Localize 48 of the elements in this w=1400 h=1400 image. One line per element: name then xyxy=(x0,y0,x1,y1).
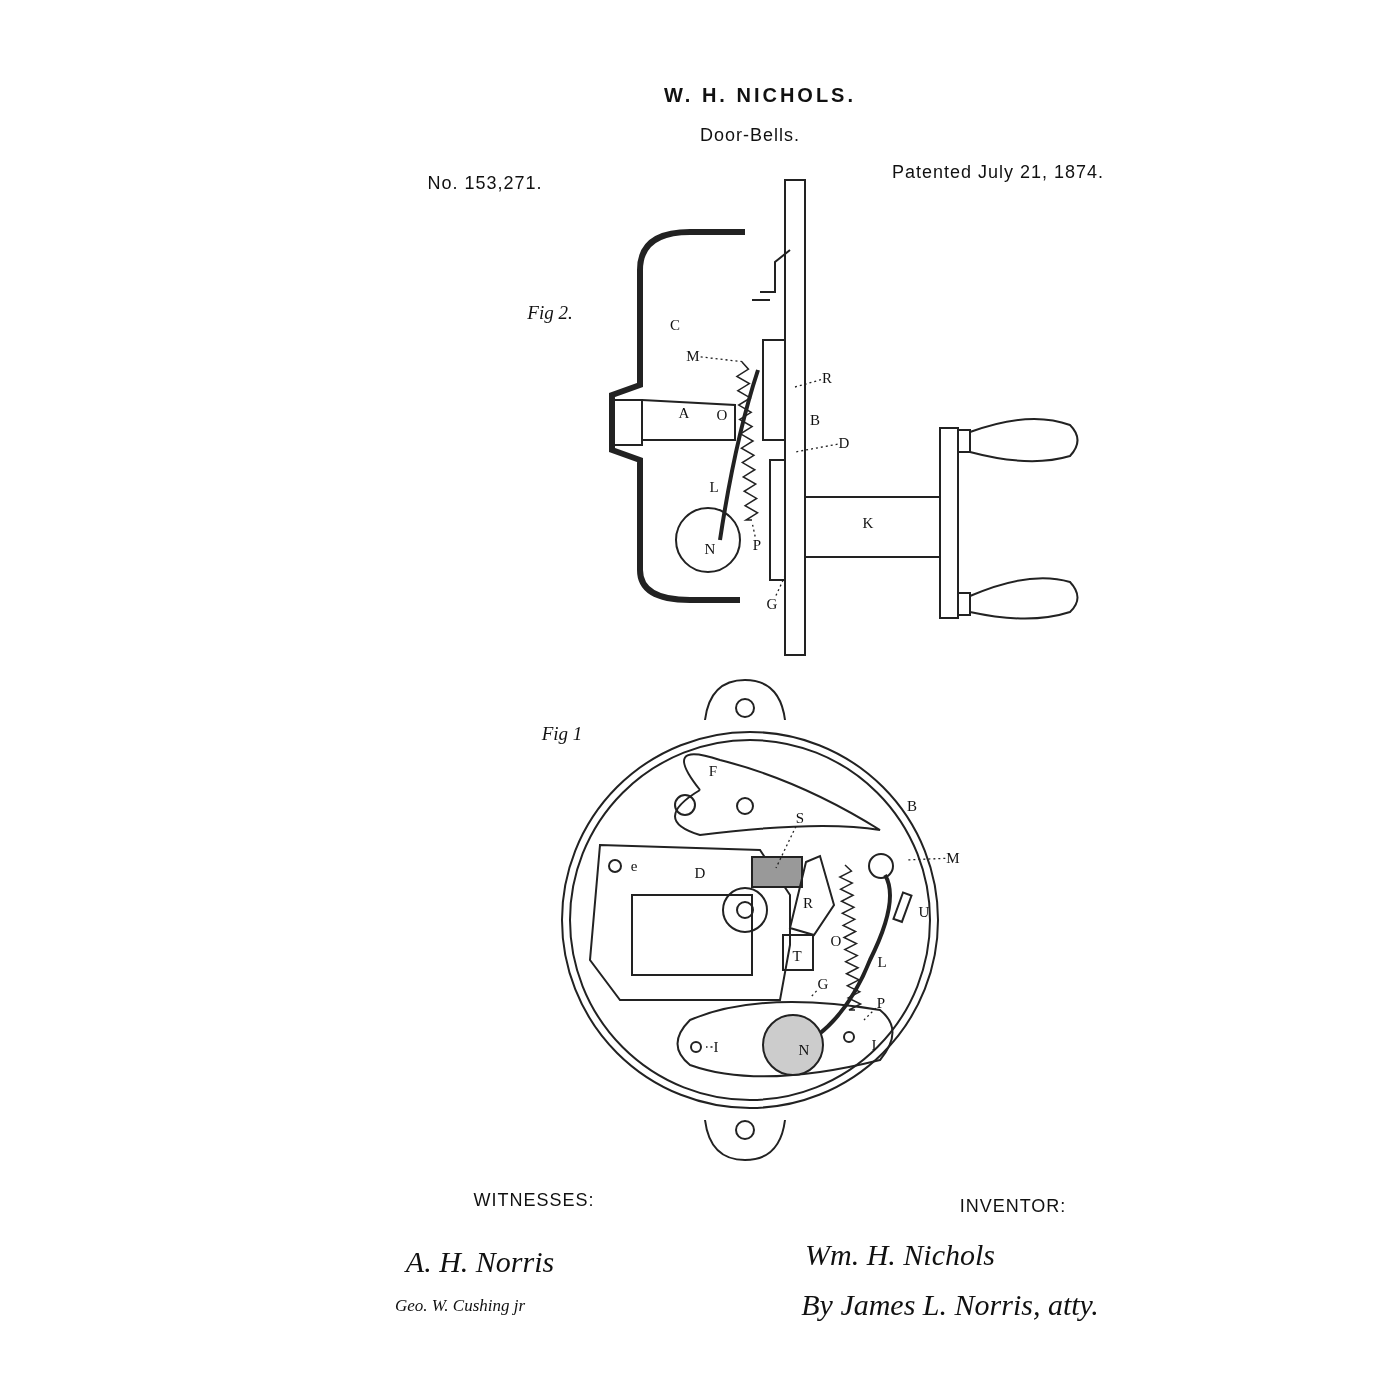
reference-letter: B xyxy=(907,798,917,814)
reference-letter: C xyxy=(670,317,680,333)
reference-letter: I xyxy=(713,1039,719,1055)
heading-text: WITNESSES: xyxy=(473,1191,595,1209)
reference-letter: R xyxy=(822,370,832,386)
reference-letter: M xyxy=(686,348,700,364)
reference-letter: G xyxy=(817,976,829,992)
title-text: W. H. NICHOLS. xyxy=(664,85,856,105)
leader-line xyxy=(809,990,818,999)
heading-text: No. 153,271. xyxy=(427,174,543,192)
reference-letter: K xyxy=(862,515,874,531)
reference-letter: F xyxy=(708,763,718,779)
reference-letter: L xyxy=(709,479,719,495)
leader-line xyxy=(775,825,797,869)
leader-line xyxy=(794,443,839,453)
signature: Geo. W. Cushing jr xyxy=(394,1296,526,1314)
reference-letter: O xyxy=(716,407,728,423)
reference-letter: P xyxy=(752,537,762,553)
reference-letter: S xyxy=(795,810,805,826)
heading-text: Patented July 21, 1874. xyxy=(891,163,1105,181)
reference-letter: B xyxy=(810,412,820,428)
figure-label: Fig 2. xyxy=(527,302,573,322)
reference-letter: M xyxy=(946,850,960,866)
signature: By James L. Norris, atty. xyxy=(801,1290,1099,1320)
reference-letter: U xyxy=(918,904,930,920)
reference-letter: T xyxy=(792,948,802,964)
signature: Wm. H. Nichols xyxy=(805,1240,995,1270)
leader-line xyxy=(775,575,786,597)
figure-label: Fig 1 xyxy=(541,723,583,743)
reference-letter: N xyxy=(798,1042,810,1058)
leader-line xyxy=(794,379,822,388)
heading-text: INVENTOR: xyxy=(959,1197,1067,1215)
reference-letter: P xyxy=(876,995,886,1011)
reference-letter: O xyxy=(830,933,842,949)
reference-letter: D xyxy=(694,865,706,881)
reference-letter: G xyxy=(766,596,778,612)
reference-letter: L xyxy=(877,954,887,970)
signature: A. H. Norris xyxy=(405,1247,555,1277)
leader-line xyxy=(905,857,946,861)
reference-letter: R xyxy=(803,895,813,911)
reference-letter: N xyxy=(704,541,716,557)
reference-letter: e xyxy=(630,858,638,874)
leader-line xyxy=(863,1007,877,1021)
leader-line xyxy=(705,1046,714,1048)
reference-letter: A xyxy=(678,405,690,421)
reference-letter: D xyxy=(838,435,850,451)
reference-letter: I xyxy=(871,1037,877,1053)
heading-text: Door-Bells. xyxy=(700,126,800,144)
